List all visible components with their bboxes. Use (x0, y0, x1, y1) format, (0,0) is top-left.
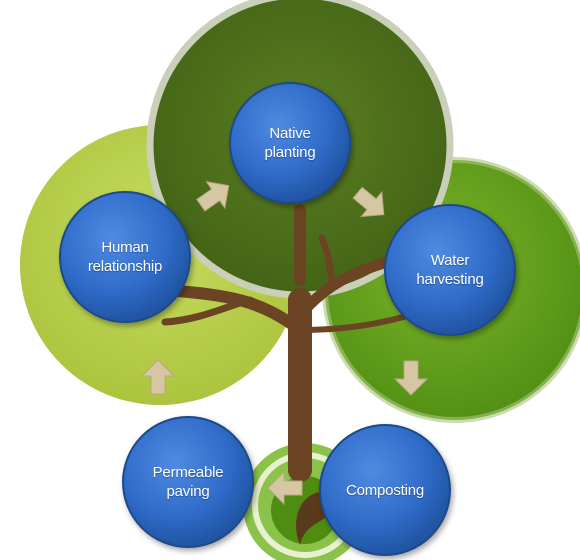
node-label-water-harvesting: Water harvesting (416, 252, 484, 288)
cycle-arrow-human-to-native (196, 181, 230, 212)
node-circle-composting (319, 424, 451, 556)
cycle-arrow-native-to-water (352, 186, 385, 218)
node-label-composting: Composting (345, 481, 425, 499)
node-circle-human-relationship (59, 191, 191, 323)
cycle-arrow-permeable-to-human (140, 359, 176, 395)
tree-trunk (159, 204, 423, 482)
node-label-permeable-paving: Permeable paving (152, 464, 224, 500)
node-circle-permeable-paving (122, 416, 254, 548)
cycle-arrow-water-to-compost (393, 360, 429, 396)
node-label-human-relationship: Human relationship (87, 239, 163, 275)
node-label-native-planting: Native planting (264, 125, 316, 161)
cycle-arrow-compost-to-permeable (267, 470, 303, 506)
node-circle-water-harvesting (384, 204, 516, 336)
node-circle-native-planting (229, 82, 351, 204)
